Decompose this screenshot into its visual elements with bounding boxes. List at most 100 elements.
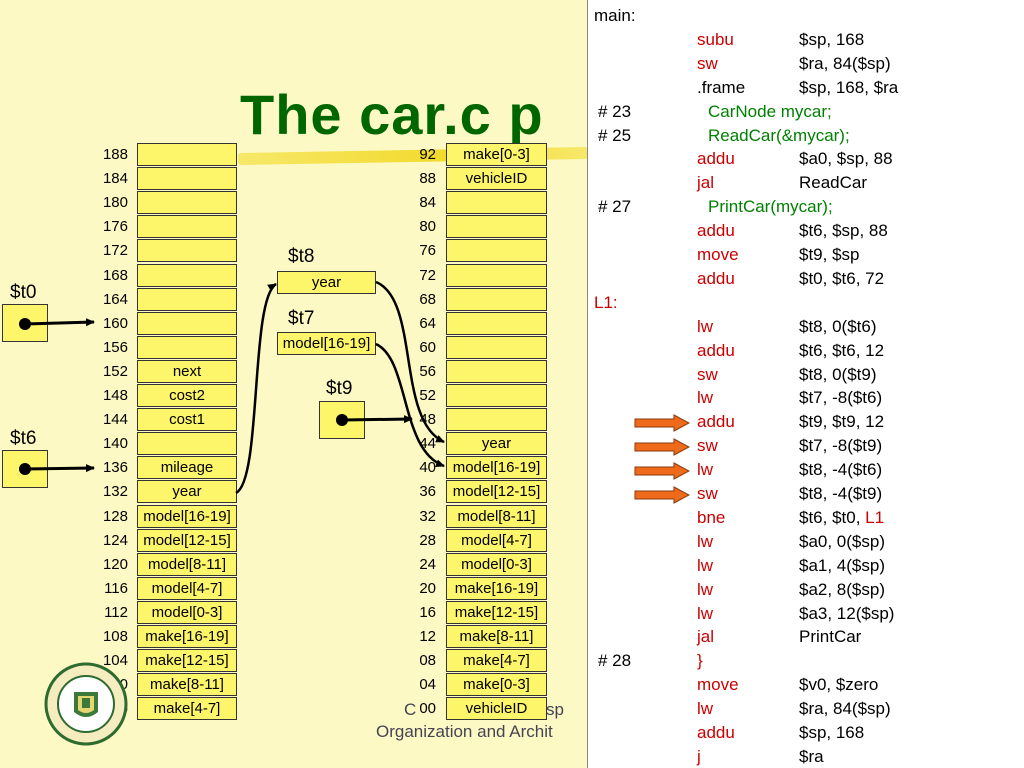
code-operands: $t6, $t6, 12: [799, 340, 885, 360]
frame-cell: make[0-3]: [446, 143, 547, 166]
stack-address: 136: [102, 459, 128, 477]
stack-address: 120: [102, 555, 128, 573]
code-operands: $t8, -4($t6): [799, 460, 883, 480]
frame-cell: year: [446, 432, 547, 456]
stack-address: 156: [102, 338, 128, 356]
code-operands: $a1, 4($sp): [799, 555, 885, 575]
code-opcode: sw: [697, 364, 718, 384]
stack-cell: cost1: [137, 408, 237, 432]
slide-title: The car.c p: [240, 83, 544, 146]
frame-cell: model[12-15]: [446, 480, 547, 504]
stack-cell: [137, 287, 237, 311]
stack-cell: cost2: [137, 384, 237, 407]
frame-cell: make[16-19]: [446, 576, 547, 600]
register-t0-label: $t0: [10, 282, 37, 303]
frame-cell: vehicleID: [446, 167, 547, 191]
stack-cell: model[0-3]: [137, 600, 237, 624]
code-opcode: sw: [697, 436, 718, 456]
register-t7-value: model[16-19]: [277, 332, 376, 355]
frame-address: 88: [419, 170, 436, 188]
year-to-t8-arrow: [235, 282, 277, 495]
frame-address: 52: [419, 387, 436, 404]
footer-fragment-top: C: [404, 700, 417, 719]
stack-cell: [137, 239, 237, 263]
frame-cell: [446, 239, 547, 263]
code-opcode: lw: [697, 531, 714, 551]
stack-address: 140: [102, 435, 128, 453]
frame-cell: [446, 311, 547, 335]
code-label: L1:: [594, 292, 618, 312]
stack-cell: [137, 311, 237, 335]
stack-address: 124: [102, 531, 128, 549]
code-operands: $t6, $sp, 88: [799, 221, 888, 241]
code-operands: $sp, 168: [799, 723, 865, 742]
stack-address: 180: [102, 194, 128, 212]
frame-address: 36: [419, 483, 436, 501]
frame-cell: [446, 359, 547, 383]
frame-cell: make[0-3]: [446, 673, 547, 697]
stack-cell: model[16-19]: [137, 504, 237, 528]
code-operands: $a2, 8($sp): [799, 579, 885, 599]
code-opcode: sw: [697, 484, 718, 503]
stack-address: 176: [102, 218, 128, 236]
stack-address: 128: [102, 507, 128, 525]
code-opcode: sw: [697, 53, 718, 73]
frame-address: 12: [419, 628, 436, 645]
code-operands: $t9, $sp: [799, 245, 860, 264]
code-opcode: addu: [697, 412, 735, 432]
code-opcode: addu: [697, 723, 735, 742]
stack-cell: [137, 432, 237, 456]
code-operands: ReadCar: [799, 173, 868, 193]
frame-address: 72: [419, 266, 436, 284]
code-opcode: subu: [697, 29, 734, 49]
frame-cell: [446, 191, 547, 215]
frame-address: 76: [419, 242, 436, 260]
register-t8-value: year: [277, 271, 376, 294]
orange-arrow-icon: [634, 462, 690, 480]
code-operands: $a3, 12($sp): [799, 603, 895, 623]
orange-arrow-icon: [634, 414, 690, 433]
register-t9-label: $t9: [326, 378, 353, 399]
stack-cell: [137, 191, 237, 215]
frame-address: 00: [419, 700, 436, 718]
frame-cell: [446, 384, 547, 407]
frame-address: 48: [419, 411, 436, 429]
frame-cell: make[12-15]: [446, 600, 547, 624]
frame-address: 80: [419, 218, 436, 236]
stack-cell: model[12-15]: [137, 528, 237, 552]
stack-cell: make[12-15]: [137, 649, 237, 673]
frame-address: 16: [419, 603, 436, 621]
code-opcode: jal: [697, 627, 715, 647]
code-comment: CarNode mycar;: [708, 101, 832, 121]
code-opcode: addu: [697, 268, 735, 288]
code-opcode: bne: [697, 507, 726, 527]
register-t0-box: [2, 304, 48, 342]
stack-address: 168: [102, 266, 128, 284]
frame-cell: model[4-7]: [446, 528, 547, 552]
code-operands: $ra: [799, 746, 824, 766]
stack-cell: model[8-11]: [137, 552, 237, 576]
stack-cell: make[16-19]: [137, 625, 237, 648]
frame-address: 04: [419, 676, 436, 694]
stack-cell: [137, 215, 237, 239]
register-t8-label: $t8: [288, 246, 315, 267]
stack-cell: make[8-11]: [137, 673, 237, 697]
stack-address: 116: [104, 579, 128, 597]
stack-cell: [137, 335, 237, 359]
code-operands: PrintCar: [799, 627, 862, 647]
footer-fragment-sp: sp: [546, 700, 564, 719]
frame-cell: [446, 287, 547, 311]
frame-address: 32: [419, 507, 436, 525]
code-operands: $v0, $zero: [799, 675, 879, 695]
frame-address: 20: [419, 579, 436, 597]
orange-arrow-icon: [634, 486, 690, 504]
code-opcode: addu: [697, 149, 735, 169]
code-opcode: lw: [697, 388, 714, 408]
code-opcode: addu: [697, 221, 735, 241]
stack-address: 148: [102, 387, 128, 404]
frame-cell: model[16-19]: [446, 456, 547, 480]
stack-cell: make[4-7]: [137, 697, 237, 721]
code-label: # 25: [598, 125, 632, 145]
code-comment: PrintCar(mycar);: [708, 197, 833, 217]
code-opcode: j: [697, 746, 701, 766]
